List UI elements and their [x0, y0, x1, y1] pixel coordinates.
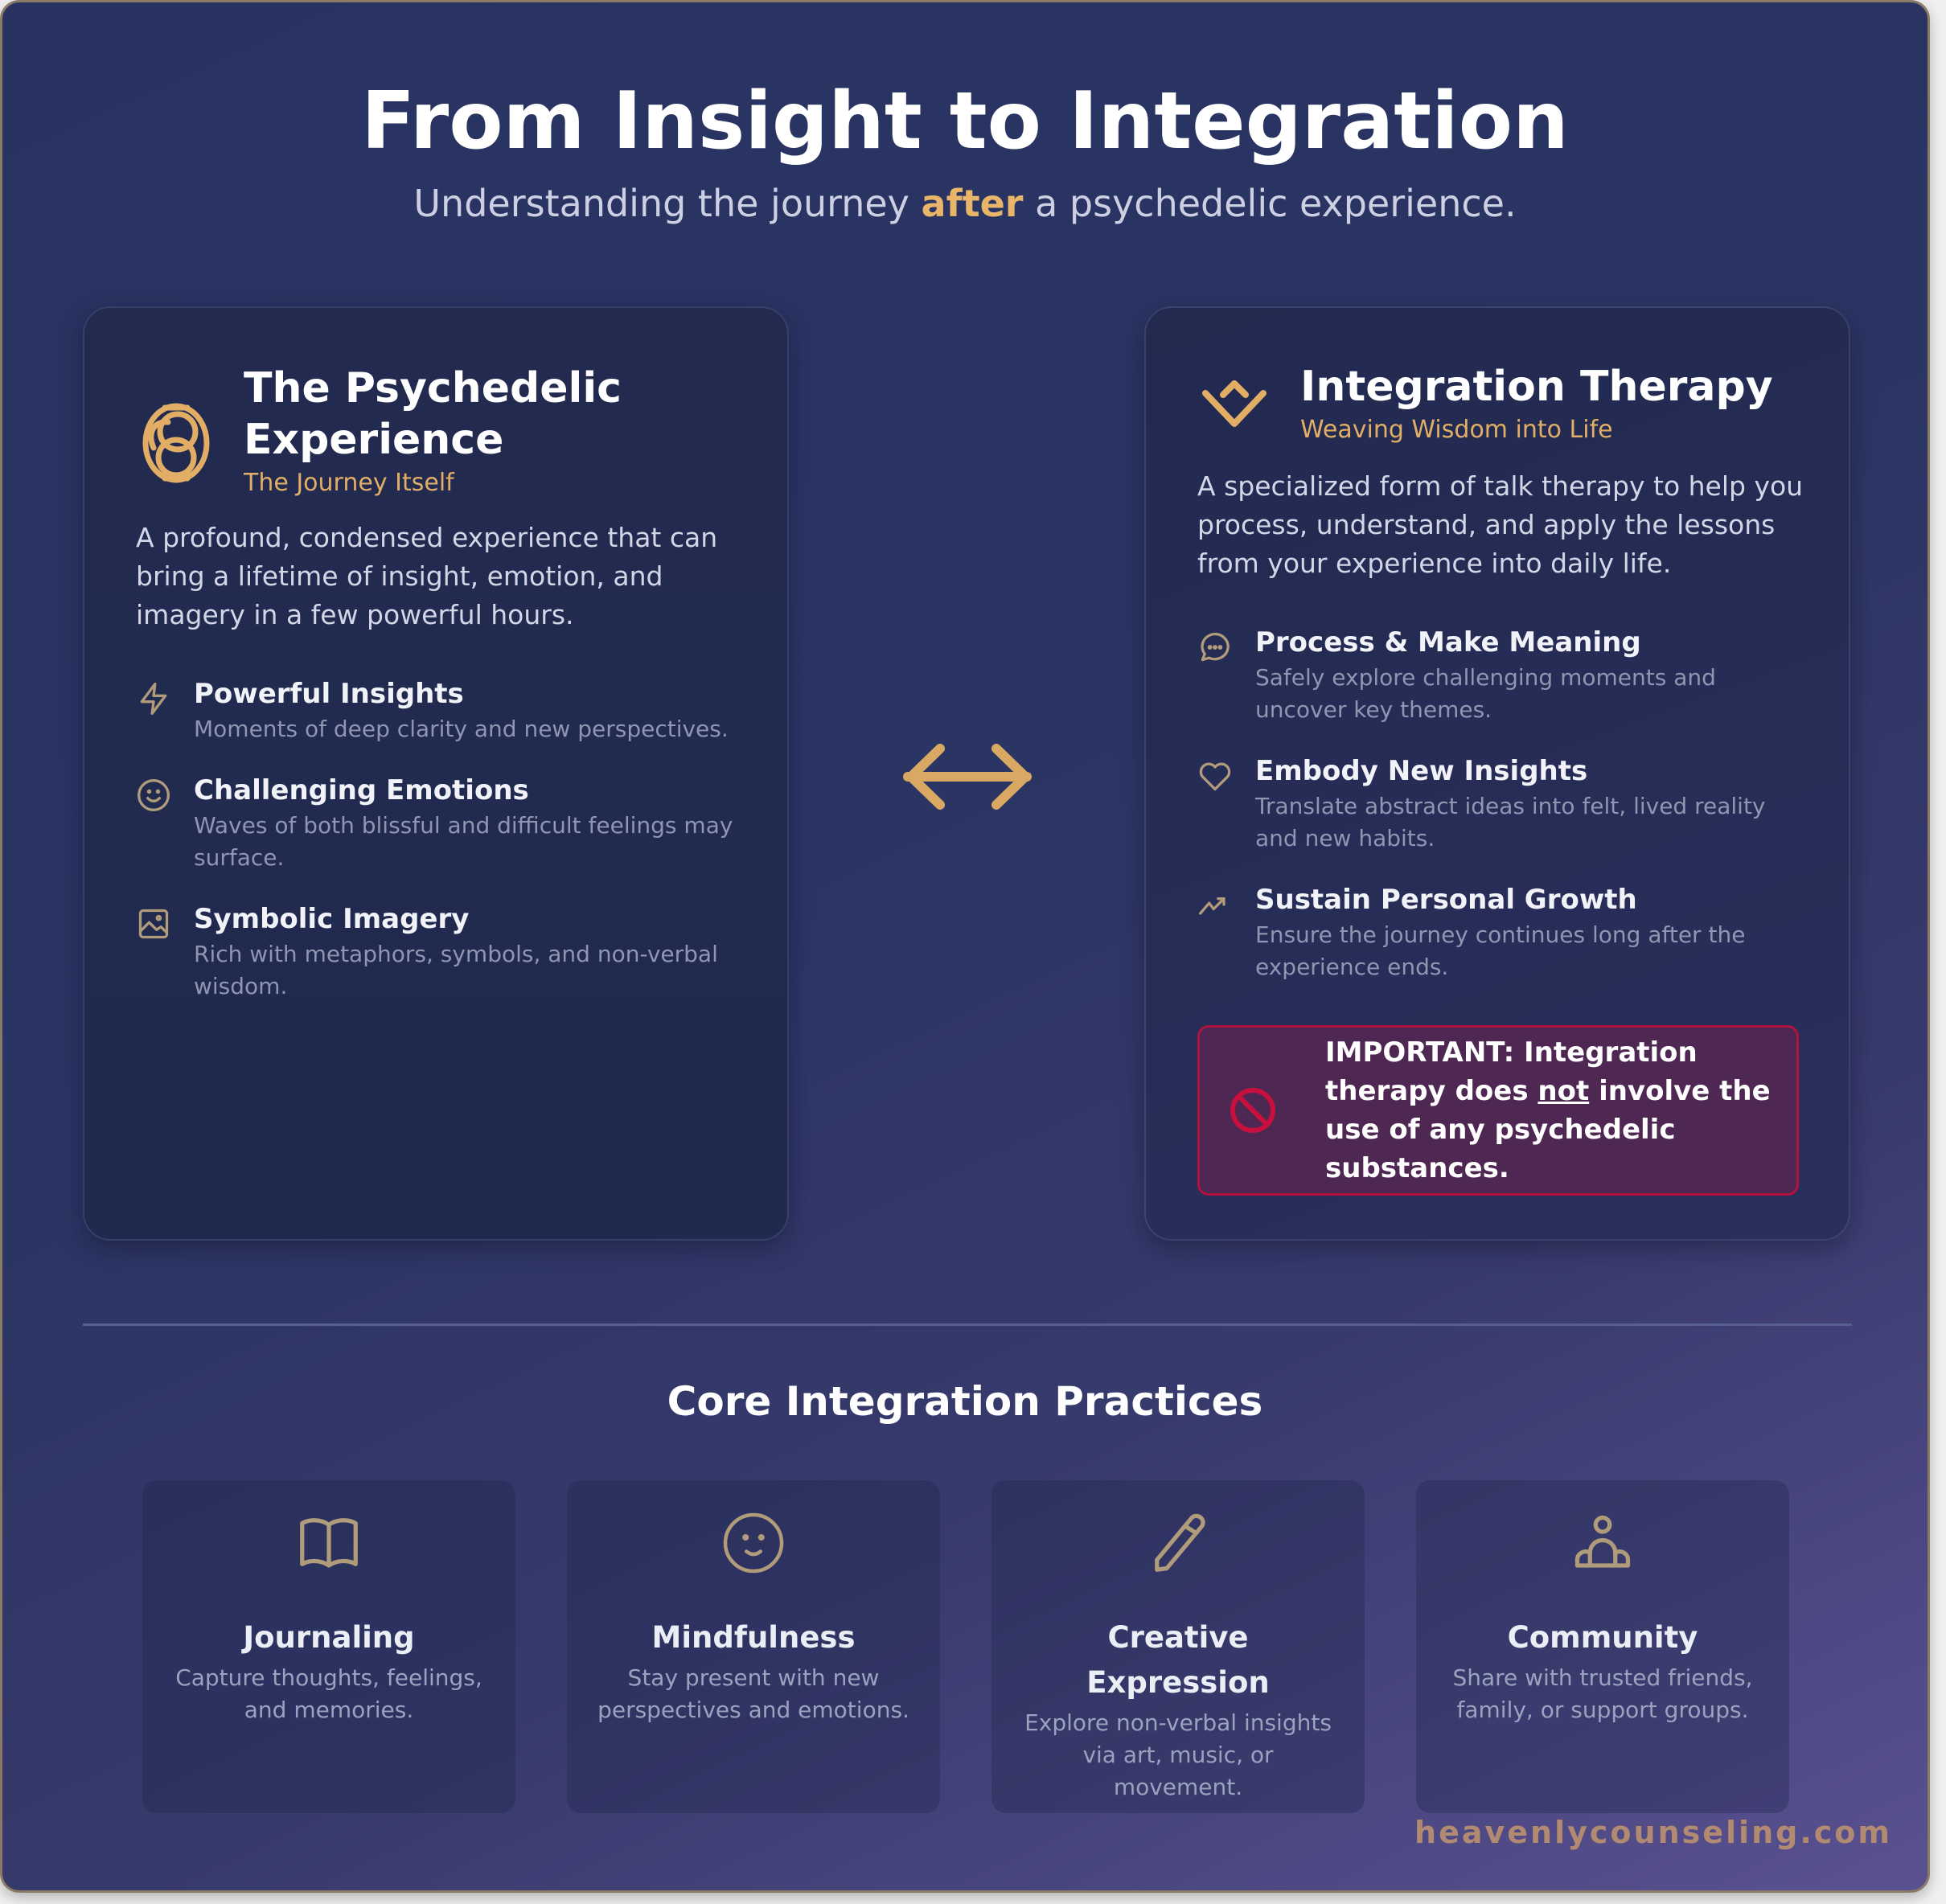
integration-chevron-icon [1201, 375, 1268, 432]
heart-icon [1197, 758, 1233, 794]
practice-card-journaling: Journaling Capture thoughts, feelings, a… [142, 1480, 515, 1813]
feature-description: Moments of deep clarity and new perspect… [194, 716, 729, 742]
card-title: The Psychedelic Experience [244, 364, 622, 464]
smiley-icon [720, 1509, 787, 1577]
warning-text-start: IMPORTANT: Integration therapy does [1325, 1036, 1698, 1107]
practice-card-creative-expression: Creative Expression Explore non-verbal i… [991, 1480, 1365, 1813]
warning-text-end: involve the use of any psychedelic subst… [1325, 1075, 1771, 1184]
feature-text: Sustain Personal Growth Ensure the journ… [1255, 882, 1792, 983]
feature-description: Ensure the journey continues long after … [1255, 921, 1746, 980]
subtitle-text-end: a psychedelic experience. [1023, 182, 1517, 225]
image-icon [136, 906, 171, 942]
psychedelic-experience-card: The Psychedelic Experience The Journey I… [83, 306, 789, 1241]
feature-text: Embody New Insights Translate abstract i… [1255, 753, 1792, 855]
community-icon [1569, 1509, 1636, 1577]
practice-card-community: Community Share with trusted friends, fa… [1416, 1480, 1789, 1813]
feature-description: Rich with metaphors, symbols, and non-ve… [194, 941, 718, 999]
integration-therapy-card: Integration Therapy Weaving Wisdom into … [1144, 306, 1850, 1241]
smiley-icon [136, 778, 171, 813]
feature-title: Sustain Personal Growth [1255, 884, 1637, 916]
practice-description: Share with trusted friends, family, or s… [1452, 1664, 1753, 1723]
card-title-group: Integration Therapy Weaving Wisdom into … [1300, 361, 1773, 446]
practices-section-title: Core Integration Practices [667, 1378, 1263, 1425]
card-title-group: The Psychedelic Experience The Journey I… [244, 363, 694, 499]
section-divider [83, 1323, 1852, 1326]
feature-title: Process & Make Meaning [1255, 626, 1641, 659]
warning-text: IMPORTANT: Integration therapy does not … [1325, 1033, 1796, 1188]
card-title: Integration Therapy [1300, 363, 1773, 411]
psychedelic-swirl-icon [139, 401, 213, 483]
book-icon [295, 1509, 363, 1577]
warning-emphasis: not [1538, 1075, 1590, 1107]
feature-text: Powerful Insights Moments of deep clarit… [194, 676, 729, 745]
feature-title: Challenging Emotions [194, 774, 529, 806]
practice-description: Explore non-verbal insights via art, mus… [1024, 1709, 1332, 1800]
feature-title: Symbolic Imagery [194, 903, 470, 935]
website-link[interactable]: heavenlycounseling.com [1414, 1815, 1892, 1850]
feature-title: Powerful Insights [194, 678, 464, 710]
page-subtitle: Understanding the journey after a psyche… [2, 179, 1928, 228]
card-header: Integration Therapy Weaving Wisdom into … [1201, 361, 1773, 446]
practice-description: Stay present with new perspectives and e… [597, 1664, 909, 1723]
subtitle-highlight: after [921, 182, 1024, 225]
practice-title: Journaling [243, 1620, 415, 1655]
feature-item: Embody New Insights Translate abstract i… [1197, 753, 1792, 855]
feature-item: Challenging Emotions Waves of both bliss… [136, 773, 747, 874]
chat-bubble-icon [1197, 630, 1233, 665]
feature-text: Symbolic Imagery Rich with metaphors, sy… [194, 901, 747, 1003]
practice-title: Mindfulness [651, 1620, 856, 1655]
feature-title: Embody New Insights [1255, 755, 1588, 787]
feature-description: Safely explore challenging moments and u… [1255, 664, 1716, 723]
trending-up-icon [1197, 887, 1233, 922]
feature-item: Powerful Insights Moments of deep clarit… [136, 676, 747, 745]
important-warning-box: IMPORTANT: Integration therapy does not … [1197, 1025, 1799, 1196]
card-description: A specialized form of talk therapy to he… [1197, 470, 1804, 579]
feature-text: Challenging Emotions Waves of both bliss… [194, 773, 747, 874]
feature-description: Waves of both blissful and difficult fee… [194, 812, 733, 871]
practice-title: Creative Expression [1086, 1620, 1270, 1700]
lightning-icon [136, 681, 171, 716]
pencil-icon [1144, 1509, 1212, 1577]
feature-item: Process & Make Meaning Safely explore ch… [1197, 625, 1792, 726]
feature-item: Sustain Personal Growth Ensure the journ… [1197, 882, 1792, 983]
card-header: The Psychedelic Experience The Journey I… [139, 363, 694, 499]
page-title: From Insight to Integration [361, 76, 1569, 167]
prohibited-icon [1229, 1086, 1277, 1135]
card-subtitle: Weaving Wisdom into Life [1300, 416, 1613, 444]
practice-title: Community [1507, 1620, 1698, 1655]
subtitle-text: Understanding the journey [413, 182, 922, 225]
card-description: A profound, condensed experience that ca… [136, 522, 718, 630]
practice-card-mindfulness: Mindfulness Stay present with new perspe… [567, 1480, 940, 1813]
feature-text: Process & Make Meaning Safely explore ch… [1255, 625, 1792, 726]
card-subtitle: The Journey Itself [244, 469, 454, 497]
feature-description: Translate abstract ideas into felt, live… [1255, 793, 1766, 851]
feature-item: Symbolic Imagery Rich with metaphors, sy… [136, 901, 747, 1003]
practice-description: Capture thoughts, feelings, and memories… [175, 1664, 482, 1723]
double-arrow-icon [900, 741, 1037, 813]
